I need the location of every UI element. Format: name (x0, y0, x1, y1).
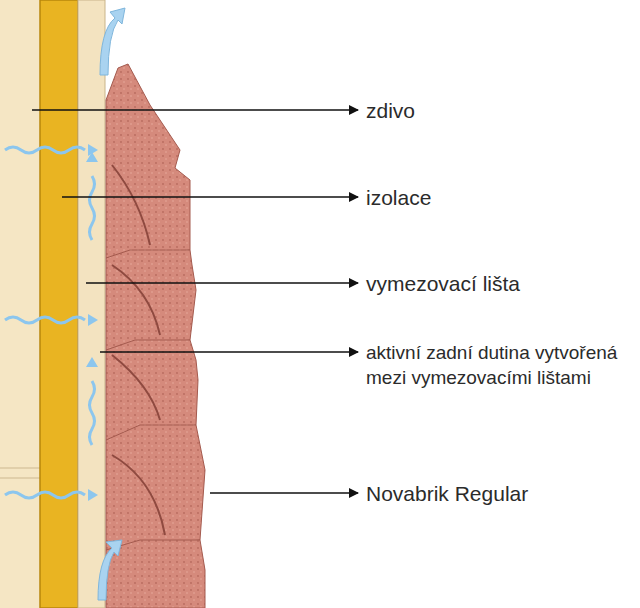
part-label: Novabrik Regular (364, 481, 530, 506)
part-label: izolace (364, 185, 433, 210)
spacer-strip (78, 0, 105, 608)
masonry-joint (0, 478, 40, 479)
masonry-joint (0, 468, 40, 469)
part-label: aktivní zadní dutina vytvořená mezi vyme… (364, 340, 640, 390)
brick-courses (106, 64, 205, 608)
insulation (40, 0, 78, 608)
part-label: vymezovací lišta (364, 271, 522, 296)
airflow-arrows (98, 8, 125, 600)
masonry (0, 0, 40, 608)
leader-lines (32, 110, 358, 493)
part-label: zdivo (364, 98, 417, 123)
vapour-arrows (5, 147, 95, 498)
